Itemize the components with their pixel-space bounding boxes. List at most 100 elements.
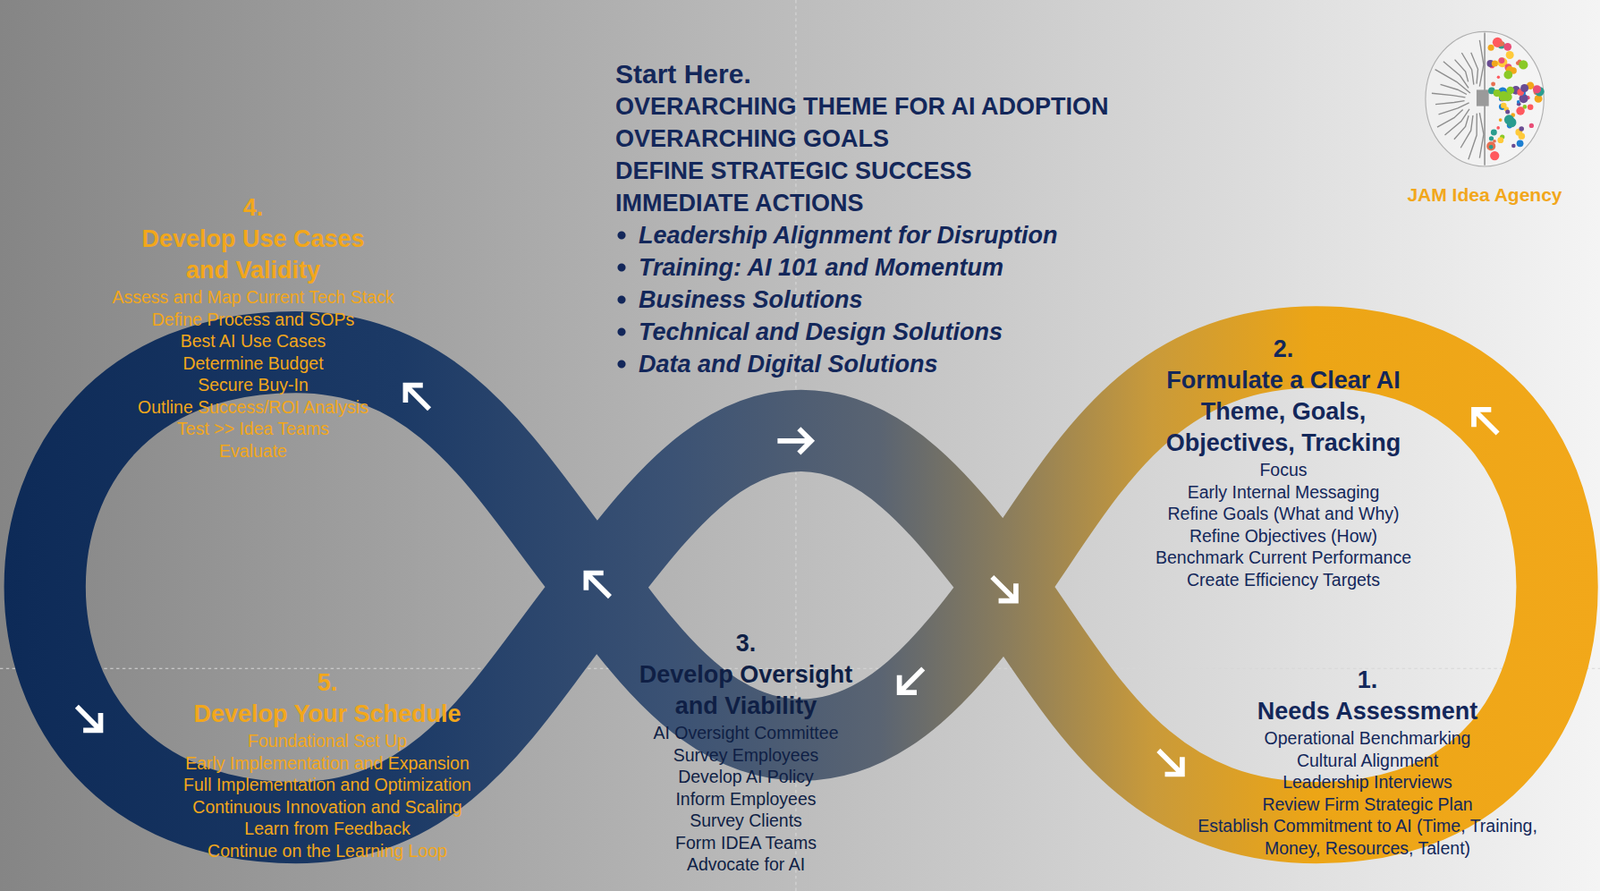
step-item: Survey Employees: [625, 744, 867, 767]
logo-circuit: [1440, 84, 1467, 94]
logo-dot: [1503, 70, 1513, 80]
step-block: 3.Develop Oversight and ViabilityAI Over…: [625, 627, 867, 876]
step-block: 2.Formulate a Clear AI Theme, Goals, Obj…: [1149, 333, 1418, 591]
step-item: Outline Success/ROI Analysis: [111, 396, 394, 419]
step-heading: Develop Use Cases and Validity: [127, 223, 379, 287]
step-item: Define Process and SOPs: [111, 308, 394, 331]
step-item: Continue on the Learning Loop: [183, 839, 472, 863]
step-item: Create Efficiency Targets: [1149, 568, 1418, 592]
step-item: Advocate for AI: [625, 853, 867, 876]
logo-dot: [1515, 106, 1524, 115]
step-item: Form IDEA Teams: [625, 831, 867, 855]
logo-circuit: [1443, 61, 1469, 89]
action-item: Data and Digital Solutions: [615, 347, 1109, 381]
step-item: Operational Benchmarking: [1184, 727, 1551, 750]
logo-dot: [1505, 109, 1510, 114]
start-heading: Start Here.: [615, 58, 1109, 91]
brand-label: JAM Idea Agency: [1406, 183, 1562, 207]
step-number: 4.: [111, 192, 394, 224]
logo-circuit: [1435, 101, 1465, 105]
step-item: Establish Commitment to AI (Time, Traini…: [1184, 814, 1551, 859]
logo-dot: [1490, 81, 1496, 86]
logo-circuit: [1445, 109, 1470, 136]
logo-dot: [1492, 139, 1497, 144]
logo-dot: [1497, 76, 1500, 79]
logo-dot: [1486, 141, 1496, 151]
step-item: Learn from Feedback: [183, 817, 472, 840]
logo-dot: [1516, 139, 1524, 147]
logo-dot: [1516, 100, 1521, 104]
step-item: Evaluate: [111, 440, 394, 463]
logo-dot: [1520, 84, 1529, 93]
step-heading: Needs Assessment: [1184, 695, 1551, 728]
logo-dot: [1529, 123, 1534, 128]
theme-line: IMMEDIATE ACTIONS: [615, 186, 1109, 220]
step-item: Survey Clients: [625, 809, 867, 832]
step-item: Best AI Use Cases: [111, 330, 394, 353]
logo-dot: [1490, 129, 1498, 136]
logo-dot: [1511, 143, 1516, 149]
brain-logo: [1425, 31, 1545, 167]
step-item: Secure Buy-In: [111, 373, 394, 397]
logo-dot: [1498, 91, 1509, 102]
step-item: Leadership Interviews: [1184, 770, 1551, 794]
step-heading: Develop Oversight and Viability: [625, 659, 867, 722]
logo-dot: [1534, 94, 1543, 103]
logo-dot: [1518, 126, 1524, 132]
logo-dot: [1498, 57, 1506, 64]
logo-dot: [1491, 59, 1499, 67]
logo-dot: [1497, 136, 1504, 144]
step-item: Review Firm Strategic Plan: [1184, 793, 1551, 816]
logo-dot: [1518, 132, 1525, 139]
step-item: Determine Budget: [111, 352, 394, 375]
logo-dot: [1506, 117, 1517, 127]
step-number: 2.: [1149, 333, 1418, 365]
logo-circuit: [1431, 93, 1466, 98]
logo-dot: [1532, 84, 1541, 94]
step-item: Refine Goals (What and Why): [1149, 502, 1418, 525]
step-item: Early Internal Messaging: [1149, 481, 1418, 504]
step-item: Benchmark Current Performance: [1149, 546, 1418, 569]
logo-dot: [1503, 42, 1512, 51]
step-item: Refine Objectives (How): [1149, 524, 1418, 548]
logo-dot: [1527, 104, 1534, 111]
step-item: Cultural Alignment: [1184, 749, 1551, 772]
action-item: Training: AI 101 and Momentum: [615, 251, 1109, 284]
theme-line: OVERARCHING THEME FOR AI ADOPTION: [615, 90, 1109, 123]
logo-dot: [1506, 86, 1515, 95]
logo-circuit: [1455, 59, 1469, 83]
step-number: 1.: [1184, 664, 1551, 696]
action-item: Leadership Alignment for Disruption: [615, 219, 1109, 252]
logo-dot: [1499, 41, 1505, 46]
step-number: 3.: [625, 627, 867, 660]
step-block: 1.Needs AssessmentOperational Benchmarki…: [1184, 664, 1551, 859]
theme-line: OVERARCHING GOALS: [615, 122, 1109, 155]
logo-circuit: [1479, 40, 1484, 87]
logo-circuit: [1454, 115, 1469, 140]
step-item: AI Oversight Committee: [625, 721, 867, 745]
logo-circuit: [1471, 52, 1479, 85]
logo-dot: [1498, 118, 1503, 122]
step-heading: Develop Your Schedule: [183, 698, 472, 730]
logo-dot: [1489, 144, 1494, 150]
step-item: Foundational Set Up: [183, 729, 472, 753]
logo-dot: [1488, 44, 1495, 51]
step-item: Inform Employees: [625, 787, 867, 811]
step-item: Focus: [1149, 458, 1418, 482]
step-item: Early Implementation and Expansion: [183, 752, 472, 775]
logo-dot: [1489, 135, 1494, 141]
action-item: Technical and Design Solutions: [615, 315, 1109, 348]
logo-circuit: [1479, 112, 1484, 159]
step-number: 5.: [183, 667, 472, 699]
step-block: 4.Develop Use Cases and ValidityAssess a…: [111, 192, 394, 462]
logo-circuit: [1435, 69, 1471, 94]
logo-dot: [1518, 59, 1528, 69]
step-item: Full Implementation and Optimization: [183, 773, 472, 796]
logo-dot: [1489, 151, 1499, 161]
logo-circuit: [1461, 52, 1474, 85]
theme-line: DEFINE STRATEGIC SUCCESS: [615, 154, 1109, 187]
step-heading: Formulate a Clear AI Theme, Goals, Objec…: [1149, 364, 1418, 459]
start-block: Start Here.OVERARCHING THEME FOR AI ADOP…: [615, 58, 1109, 381]
